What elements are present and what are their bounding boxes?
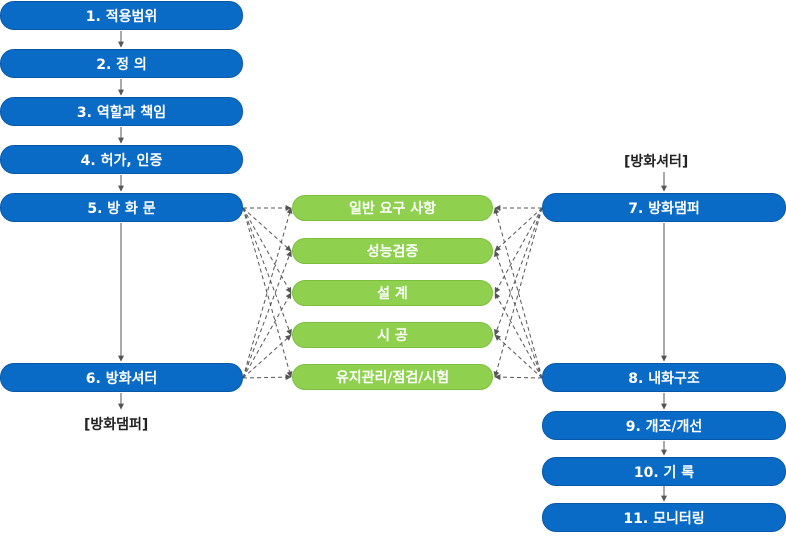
step-5-fire-door[interactable]: 5. 방 화 문 xyxy=(0,193,243,222)
step-1-scope[interactable]: 1. 적용범위 xyxy=(0,1,243,30)
step-2-definition[interactable]: 2. 정 의 xyxy=(0,49,243,78)
left-note: [방화댐퍼] xyxy=(84,417,149,433)
step-6-fire-shutter[interactable]: 6. 방화셔터 xyxy=(0,363,243,392)
step-4-permit[interactable]: 4. 허가, 인증 xyxy=(0,145,243,174)
step-9-modification[interactable]: 9. 개조/개선 xyxy=(542,411,786,440)
left-dashed-connectors xyxy=(242,205,293,381)
center-item-general[interactable]: 일반 요구 사항 xyxy=(292,195,493,221)
step-7-fire-damper[interactable]: 7. 방화댐퍼 xyxy=(542,193,786,222)
center-item-construction[interactable]: 시 공 xyxy=(292,322,493,348)
center-item-maintenance[interactable]: 유지관리/점검/시험 xyxy=(292,364,493,390)
step-11-monitoring[interactable]: 11. 모니터링 xyxy=(542,503,786,532)
center-item-verification[interactable]: 성능검증 xyxy=(292,238,493,264)
step-8-fireproof-structure[interactable]: 8. 내화구조 xyxy=(542,363,786,392)
right-note: [방화셔터] xyxy=(624,154,689,170)
step-10-record[interactable]: 10. 기 록 xyxy=(542,457,786,486)
right-dashed-connectors xyxy=(493,205,543,381)
step-3-roles[interactable]: 3. 역할과 책임 xyxy=(0,97,243,126)
center-item-design[interactable]: 설 계 xyxy=(292,280,493,306)
